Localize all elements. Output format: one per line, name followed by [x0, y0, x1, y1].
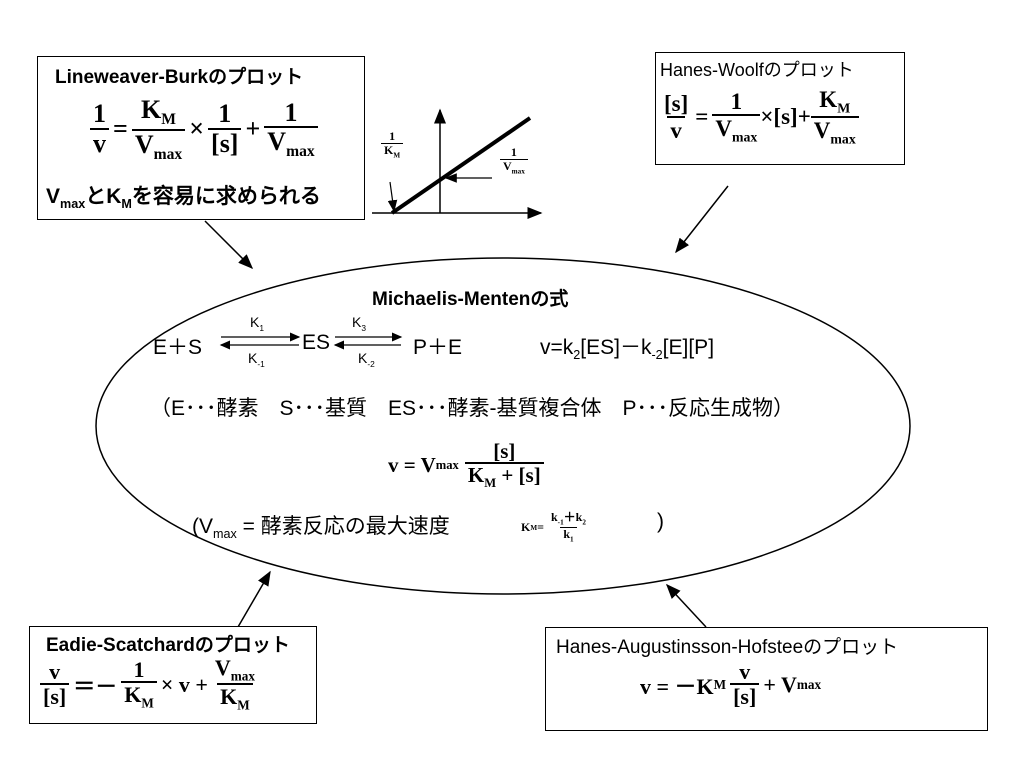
- reactant-e-s: E＋S: [153, 336, 203, 359]
- arrow-hw-to-ellipse: [675, 185, 729, 254]
- hanes-woolf-box: [655, 52, 905, 165]
- rate-k-2: K-2: [358, 350, 375, 369]
- rate-k3: K3: [352, 314, 367, 333]
- graph-regression-line: [390, 116, 532, 215]
- species-legend: （E･･･酵素 S･･･基質 ES･･･酵素-基質複合体 P･･･反応生成物）: [150, 397, 795, 420]
- michaelis-menten-title: Michaelis-Mentenの式: [372, 289, 569, 310]
- rate-k-1: K-1: [248, 350, 265, 369]
- rate-equation: v=k2[ES]－k-2[E][P]: [540, 336, 715, 363]
- lineweaver-burk-title: Lineweaver-Burkのプロット: [55, 67, 304, 88]
- eadie-scatchard-box: [29, 626, 317, 724]
- hanes-woolf-title: Hanes-Woolfのプロット: [660, 60, 854, 80]
- rate-k1: K1: [250, 314, 265, 333]
- eadie-scatchard-title: Eadie-Scatchardのプロット: [46, 635, 290, 656]
- complex-es: ES: [302, 331, 331, 354]
- lineweaver-burk-note: VmaxとKMを容易に求められる: [46, 185, 321, 212]
- graph-x-intercept-arrow: [387, 181, 398, 213]
- hanes-augustinsson-hofstee-title: Hanes-Augustinsson-Hofsteeのプロット: [556, 637, 899, 658]
- hanes-augustinsson-hofstee-box: [545, 627, 988, 731]
- vmax-definition: (Vmax = 酵素反応の最大速度: [192, 515, 450, 542]
- arrow-es-to-ellipse: [237, 570, 271, 628]
- product-p-e: P＋E: [413, 336, 463, 359]
- arrow-lb-to-ellipse: [204, 220, 254, 270]
- vmax-definition-close: ): [657, 510, 664, 533]
- lineweaver-burk-box: [37, 56, 365, 220]
- arrow-hah-to-ellipse: [665, 583, 707, 628]
- michaelis-menten-ellipse: [95, 257, 911, 595]
